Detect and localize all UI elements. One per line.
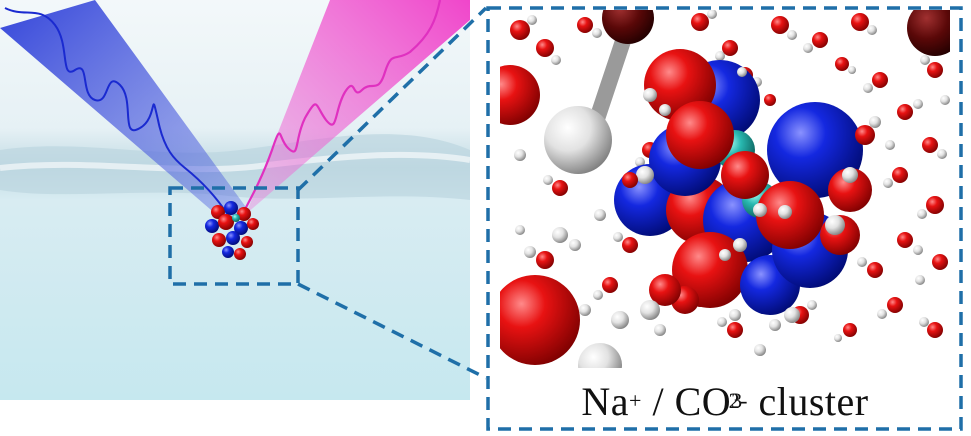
caption-word: cluster (747, 378, 869, 424)
caption-na-charge: + (629, 388, 642, 413)
zoom-source-frame (168, 186, 300, 286)
pump-pulse-wave (241, 0, 442, 216)
water-scene (0, 0, 470, 400)
pump-beam (246, 0, 470, 214)
water-surface-highlight (0, 151, 470, 173)
probe-beam (0, 0, 248, 222)
probe-pulse-wave (4, 7, 229, 216)
zoom-connector-top (296, 6, 488, 192)
zoom-target-frame (486, 6, 963, 431)
caption-co: CO (674, 378, 732, 424)
water-molecules (510, 10, 948, 356)
ion-cluster-small (205, 201, 259, 260)
caption-charge: 2- (728, 388, 748, 413)
zoomed-cluster-view (500, 10, 950, 368)
caption-separator: / (641, 378, 675, 424)
caption-na: Na (581, 378, 630, 424)
caption-subscript: 3 (731, 388, 743, 413)
zoom-connector-bottom (297, 282, 487, 380)
